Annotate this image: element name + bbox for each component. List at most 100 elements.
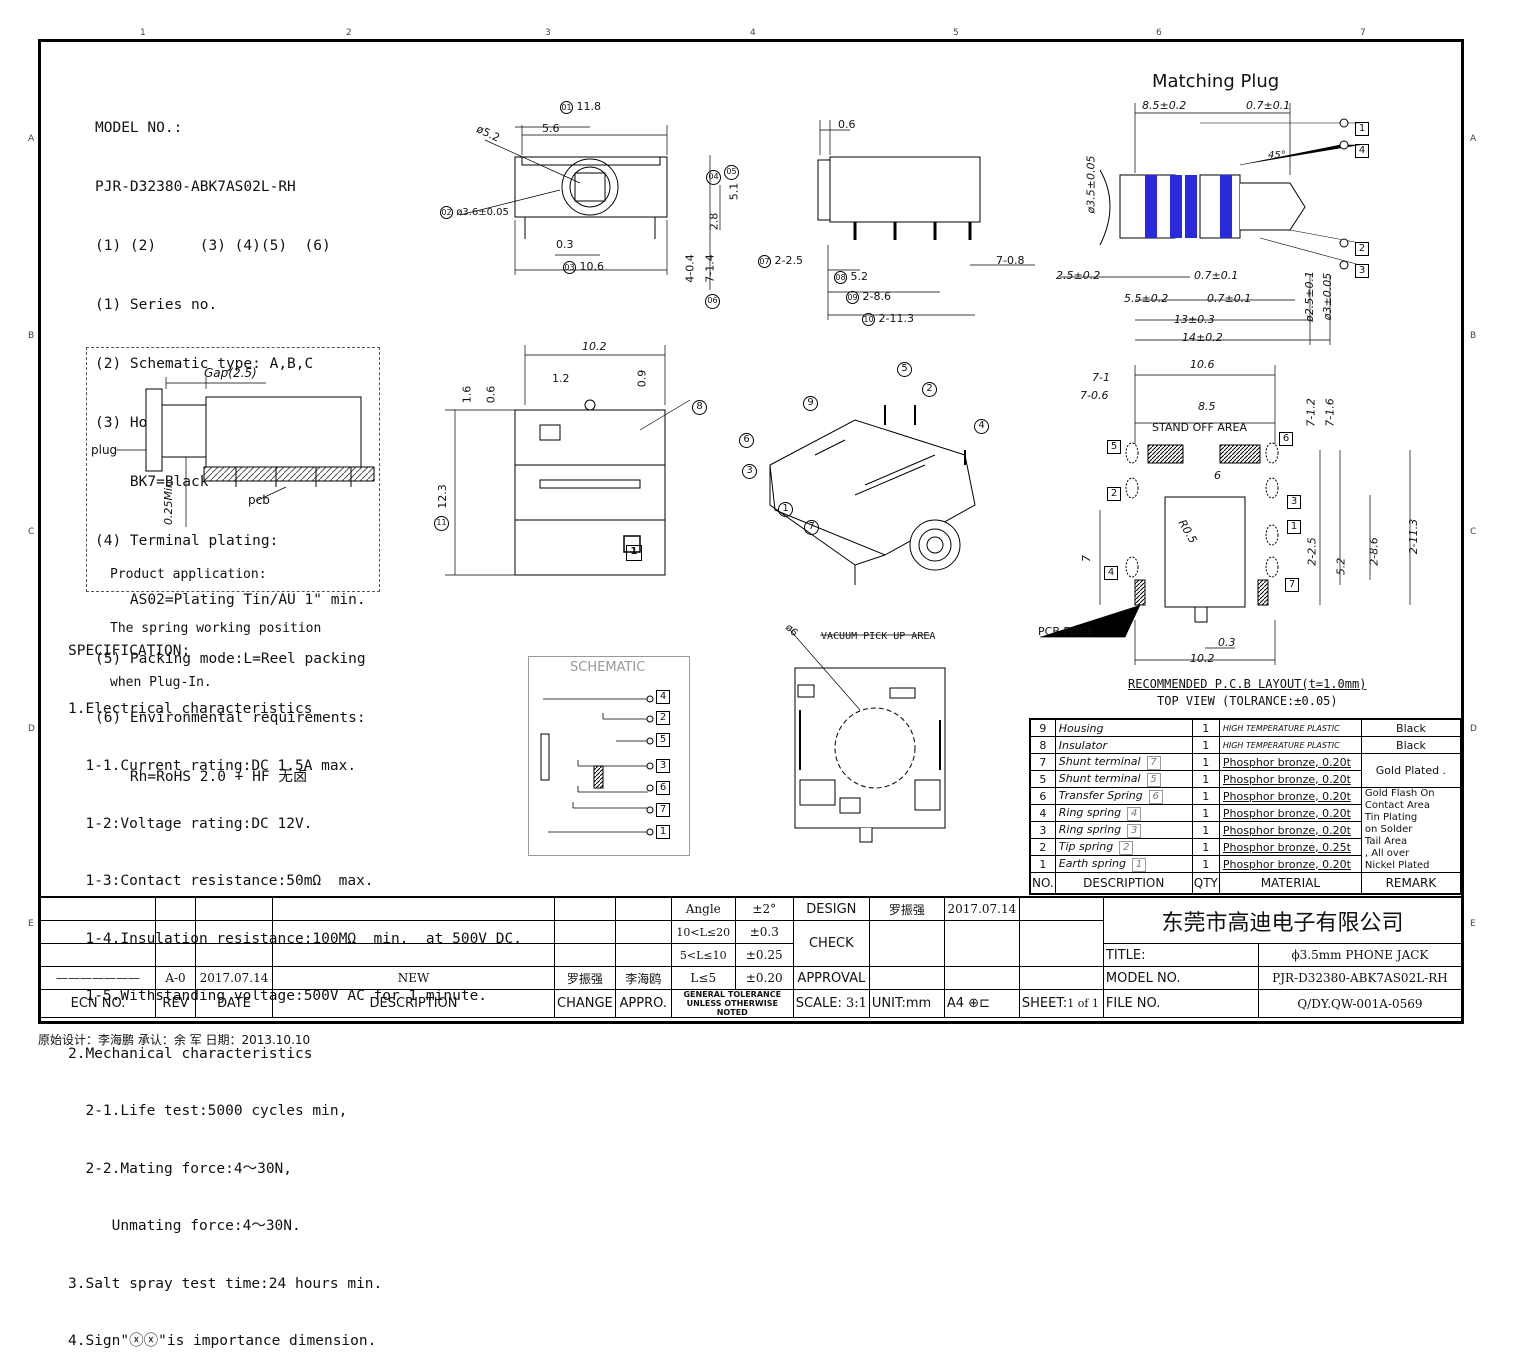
pcb-dim-2-11-3: 2-11.3 [1407,518,1421,555]
bom-item-description-text: Ring spring [1058,822,1122,836]
zone-col-2: 2 [346,28,352,38]
schematic-pin-4: 4 [656,690,670,704]
callout-8: 8 [692,400,707,415]
spec-line: 1-3:Contact resistance:50mΩ max. [68,873,374,889]
tol-le5-value: ±0.20 [734,966,794,990]
min-gap-label: 0.25Min [162,480,175,525]
balloon-05: 05 [724,165,739,180]
spec-line: 2-1.Life test:5000 cycles min, [68,1103,348,1119]
spec-line: Unmating force:4～30N. [68,1218,301,1234]
matching-plug-title: Matching Plug [1152,71,1280,92]
bom-item-qty: 1 [1191,736,1220,754]
zone-col-1: 1 [140,28,146,38]
pcb-dim-5-2: 5.2 [1334,557,1348,576]
rev-change: 罗振强 [554,966,616,990]
iso-callout-7: 7 [804,514,819,535]
balloon-10: 10 [862,313,875,326]
rev-code: A-0 [155,966,196,990]
model-no-label: MODEL NO. [1102,966,1259,990]
bom-header-remark: REMARK [1360,872,1462,895]
bom-item-qty: 1 [1191,753,1220,771]
pcb-dim-7: 7 [1080,555,1093,562]
zone-row-a-right: A [1470,134,1477,144]
spec-line: 3.Salt spray test time:24 hours min. [68,1275,383,1292]
bom-item-description: Ring spring 3 [1054,821,1193,839]
bom-item-qty: 1 [1191,855,1220,873]
tol-10-20-label: 10<L≤20 [670,920,736,944]
balloon-05-mark: 05 [724,165,739,180]
dim-10-2-top: 10.2 [582,340,607,353]
dim-2-11-3: 10 2-11.3 [862,312,914,326]
pcb-pin-tag-5: 5 [1107,434,1121,454]
dim-2-2-5: 07 2-2.5 [758,254,803,268]
sheet-field: SHEET:1 of 1 [1018,989,1104,1018]
bom-item-tag: 3 [1127,823,1142,838]
drawing-frame [38,39,1464,1024]
balloon-11: 11 [434,510,449,531]
bom-item-no: 4 [1029,804,1056,822]
unit-field: UNIT:mm [868,989,945,1018]
application-line: when Plug-In. [110,675,212,690]
model-line: AS02=Plating Tin/AU 1" min. [95,592,366,608]
schematic-pin-5: 5 [656,733,670,747]
iso-callout-7-mark: 7 [804,520,819,535]
dim-10-6: 03 10.6 [563,260,604,274]
check-label: CHECK [792,920,870,967]
zone-row-b-right: B [1470,331,1477,341]
title-label: TITLE: [1102,943,1259,967]
iso-callout-2-mark: 2 [922,382,937,397]
bom-item-no: 1 [1029,855,1056,873]
unit-value: mm [905,996,932,1011]
dim-4-0-4: 4-0.4 [683,254,697,283]
plug-dim-2-5: 2.5±0.2 [1056,269,1101,282]
spec-line: 1-1.Current rating:DC 1.5A max. [68,758,357,774]
design-date: 2017.07.14 [943,896,1020,921]
iso-callout-5-mark: 5 [897,362,912,377]
plug-dim-0-7-top: 0.7±0.1 [1246,99,1291,112]
bom-item-remark: Black [1360,718,1462,737]
plug-dim-14: 14±0.2 [1182,331,1223,344]
header-description: DESCRIPTION [272,989,555,1018]
bom-item-description-text: Shunt terminal [1058,754,1141,768]
dim-1-6: 1.6 [460,385,474,404]
plug-tag-1-mark: 1 [1355,122,1369,136]
bom-item-description-text: Ring spring [1058,805,1122,819]
plug-tag-3-mark: 3 [1355,264,1369,278]
dim-5-6: 5.6 [542,122,560,135]
bom-header-no: NO. [1029,872,1056,895]
header-date: DATE [195,989,273,1018]
plug-tag-2-mark: 2 [1355,242,1369,256]
plug-tag-4-mark: 4 [1355,144,1369,158]
sheet-value: 1 of 1 [1067,997,1099,1010]
bom-item-description-text: Earth spring [1058,856,1126,870]
bom-item-material: HIGH TEMPERATURE PLASTIC [1218,736,1362,754]
plug-dim-phi-3-5: ø3.5±0.05 [1084,155,1098,214]
bom-item-no: 9 [1029,718,1056,737]
pcb-pin-tag-7: 7 [1285,572,1299,592]
bom-item-no: 2 [1029,838,1056,856]
file-no-label: FILE NO. [1102,989,1259,1018]
pcb-dim-8-5: 8.5 [1198,400,1216,413]
dim-5-2-value: 5.2 [850,270,869,283]
bom-item-material: Phosphor bronze, 0.20t [1218,753,1362,771]
bom-item-tag: 7 [1146,755,1161,770]
pcb-dim-2-8-6: 2-8.6 [1367,537,1381,566]
spec-line: SPECIFICATION: [68,643,191,659]
dim-5-1: 5.1 [727,182,741,201]
model-number-legend: MODEL NO.: PJR-D32380-ABK7AS02L-RH (1) (… [95,80,366,807]
iso-callout-6: 6 [739,427,754,448]
balloon-06-mark: 06 [705,294,720,309]
iso-callout-3-mark: 3 [742,464,757,479]
pcb-pin-tag-1: 1 [1287,514,1301,534]
iso-callout-1-mark: 1 [778,502,793,517]
schematic-pin-1: 1 [656,825,670,839]
scale-field: SCALE: 3:1 [792,989,870,1018]
unit-label: UNIT: [871,996,906,1011]
